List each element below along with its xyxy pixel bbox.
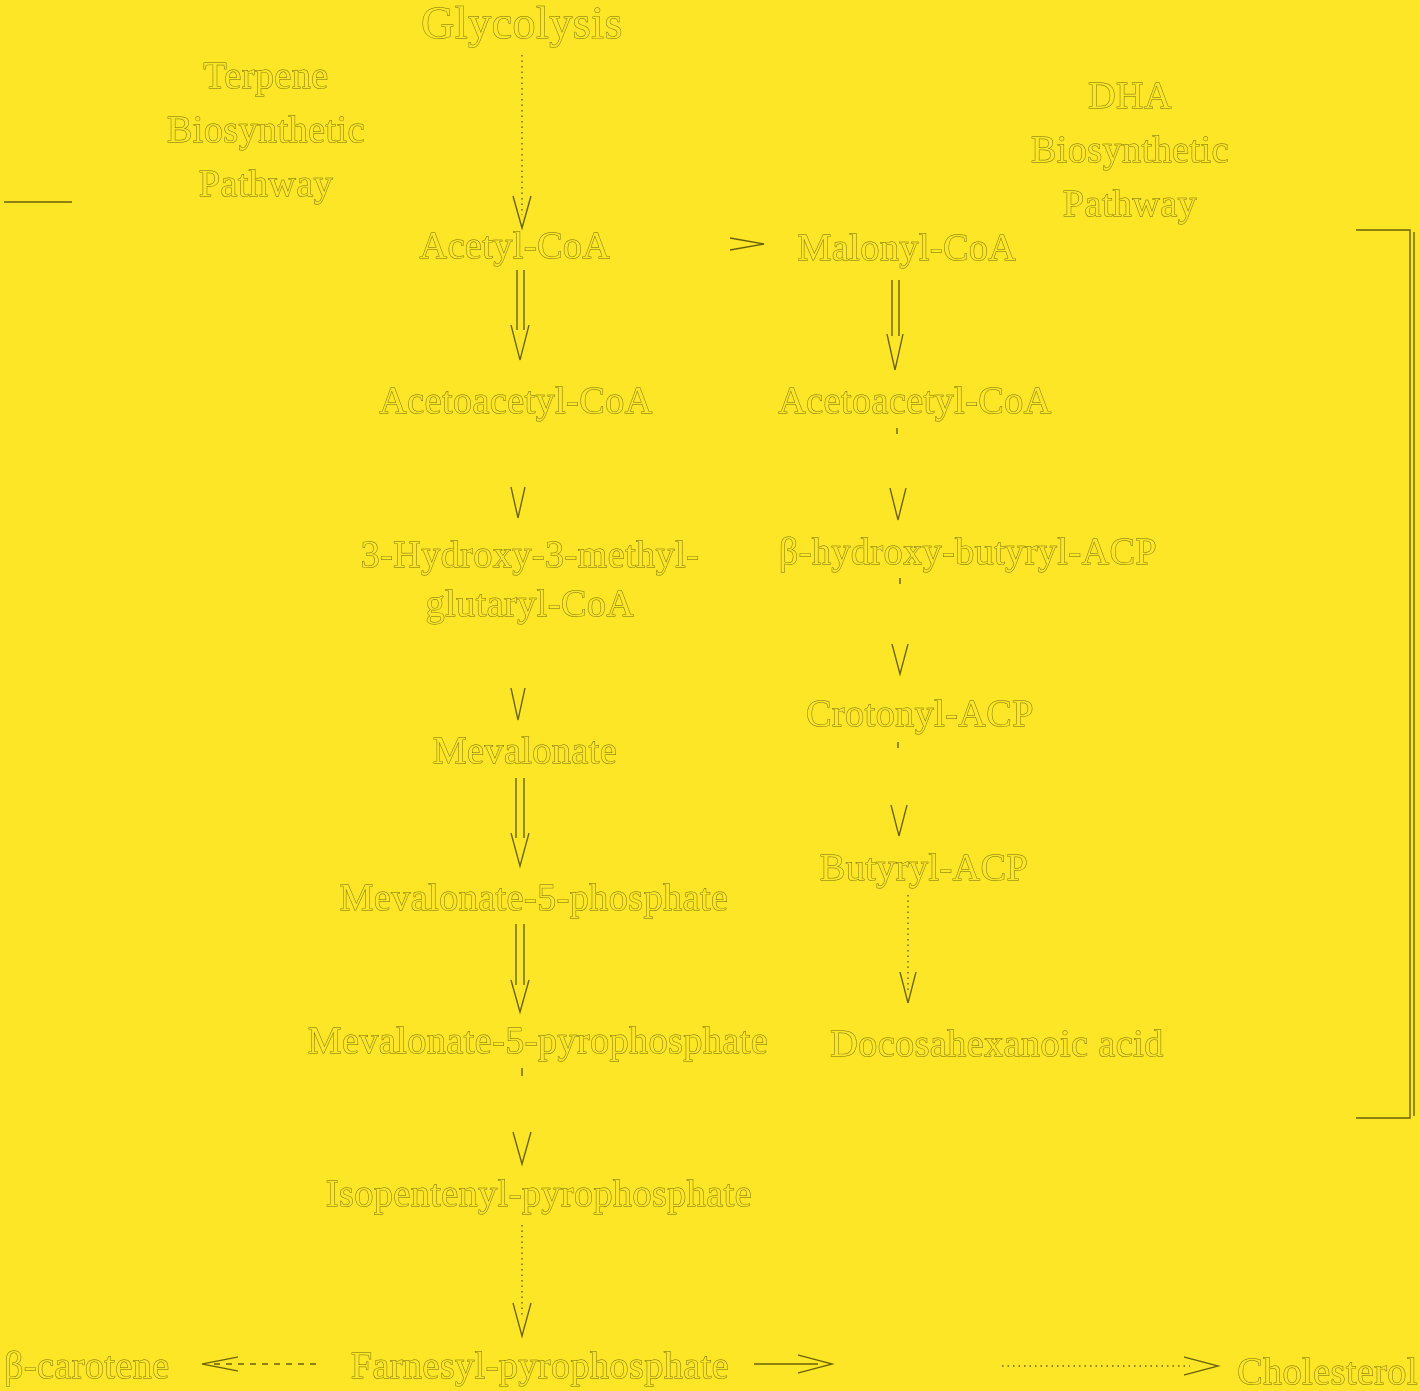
arrow-m5pp-to-ipp: [512, 1068, 532, 1167]
arrow-ipp-to-fpp: [512, 1225, 532, 1339]
arrow-acetyl-to-acetoacetyl-left: [510, 270, 530, 361]
arrow-hydroxybutyryl-to-crotonyl: [891, 578, 909, 677]
node-malonyl-coa: Malonyl-CoA: [798, 227, 1017, 269]
node-beta-hydroxy-butyryl-acp: β-hydroxy-butyryl-ACP: [779, 531, 1157, 573]
arrow-fpp-to-beta-carotene: [201, 1356, 316, 1372]
arrow-crotonyl-to-butyryl: [890, 742, 908, 837]
node-docosahexanoic-acid: Docosahexanoic acid: [830, 1023, 1163, 1065]
dha-label-line2: Biosynthetic: [1031, 129, 1229, 171]
title-glycolysis: Glycolysis: [421, 0, 623, 48]
node-acetoacetyl-coa-right: Acetoacetyl-CoA: [778, 380, 1051, 422]
arrow-butyryl-to-dha: [899, 895, 917, 1004]
terpene-label-line2: Biosynthetic: [167, 109, 365, 151]
arrow-mevalonate-to-m5p: [510, 778, 530, 869]
node-butyryl-acp: Butyryl-ACP: [820, 847, 1028, 889]
node-acetoacetyl-coa-left: Acetoacetyl-CoA: [379, 380, 652, 422]
node-crotonyl-acp: Crotonyl-ACP: [806, 693, 1034, 735]
terpene-label-line3: Pathway: [199, 163, 333, 205]
node-farnesyl-pyrophosphate: Farnesyl-pyrophosphate: [351, 1345, 729, 1387]
arrow-acetyl-to-malonyl: [729, 237, 765, 251]
dha-label-line3: Pathway: [1063, 183, 1197, 225]
dha-label-line1: DHA: [1088, 75, 1172, 117]
right-bracket: [1356, 229, 1415, 1119]
node-mevalonate-5-pyrophosphate: Mevalonate-5-pyrophosphate: [308, 1020, 768, 1062]
arrow-acetoacetyl-to-hmg: [510, 486, 526, 519]
node-hmg-coa-line1: 3-Hydroxy-3-methyl-: [361, 534, 700, 576]
terpene-label-line1: Terpene: [203, 55, 328, 97]
arrow-acetoacetyl-to-hydroxybutyryl: [889, 428, 907, 521]
arrow-malonyl-to-acetoacetyl-right: [886, 280, 904, 371]
node-isopentenyl-pyrophosphate: Isopentenyl-pyrophosphate: [326, 1173, 752, 1215]
node-acetyl-coa: Acetyl-CoA: [420, 225, 611, 267]
node-cholesterol: Cholesterol: [1237, 1351, 1418, 1391]
node-hmg-coa-line2: glutaryl-CoA: [426, 583, 635, 625]
node-beta-carotene: β-carotene: [4, 1345, 170, 1387]
node-mevalonate: Mevalonate: [433, 730, 617, 772]
arrow-m5p-to-m5pp: [510, 924, 530, 1015]
node-mevalonate-5-phosphate: Mevalonate-5-phosphate: [340, 877, 729, 919]
arrow-hmg-to-mevalonate: [510, 687, 526, 721]
arrow-fpp-to-cholesterol: [754, 1354, 1221, 1376]
arrow-glycolysis-to-acetyl-coa: [512, 55, 532, 231]
